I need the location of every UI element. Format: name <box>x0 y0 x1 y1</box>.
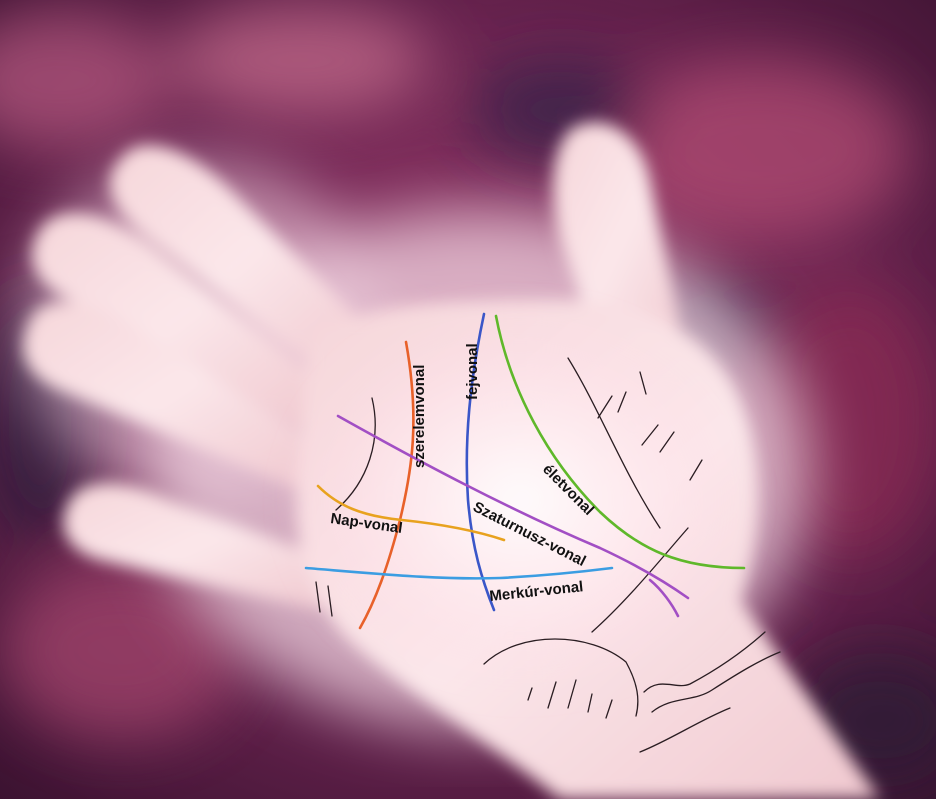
fejvonal-label: fejvonal <box>464 343 481 400</box>
szerelemvonal-label: szerelemvonal <box>411 365 428 468</box>
